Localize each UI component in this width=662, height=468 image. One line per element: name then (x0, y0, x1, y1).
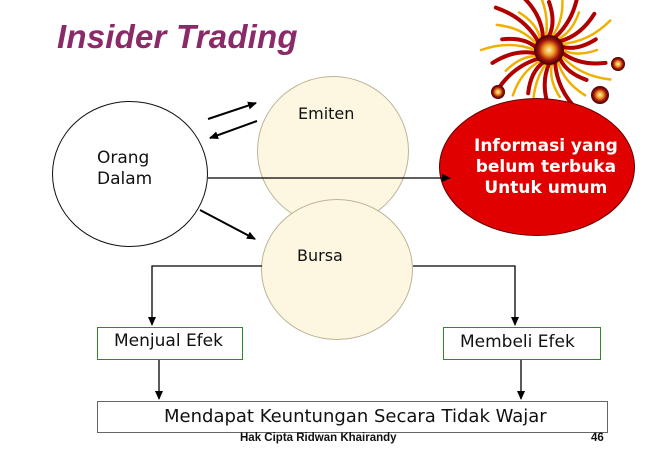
line-bursa-to-menjual (152, 266, 262, 325)
line-bursa-to-membeli (413, 266, 515, 325)
page-number: 46 (591, 432, 604, 444)
copyright-text: Hak Cipta Ridwan Khairandy (240, 432, 397, 444)
arrow-orang-to-emiten (208, 103, 256, 119)
arrow-orang-to-bursa (200, 210, 255, 239)
arrow-emiten-to-orang (210, 121, 257, 138)
